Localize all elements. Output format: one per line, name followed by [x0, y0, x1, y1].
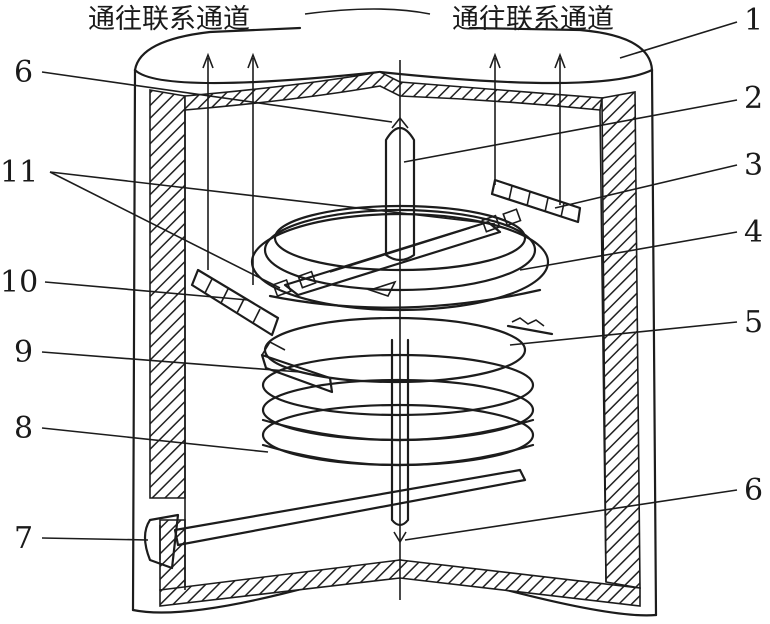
label-11: 11	[0, 155, 38, 190]
left-nozzle	[260, 340, 334, 394]
label-8: 8	[14, 411, 33, 446]
label-1: 1	[744, 3, 763, 38]
upflow-arrows	[202, 52, 566, 285]
bottom-left-fitting	[143, 513, 180, 570]
label-5: 5	[744, 305, 763, 340]
vessel-outer-wall	[131, 26, 658, 617]
leader-lines	[41, 21, 738, 541]
central-axis	[391, 60, 409, 600]
left-strip	[190, 268, 280, 337]
label-3: 3	[744, 148, 763, 183]
lower-coil	[261, 316, 535, 467]
label-4: 4	[744, 215, 763, 250]
label-9: 9	[14, 335, 33, 370]
ring-crossbars	[283, 220, 502, 297]
nozzle-group	[272, 208, 522, 298]
label-2: 2	[744, 81, 763, 116]
top-rim-mark	[304, 8, 431, 15]
upper-ring	[250, 204, 550, 312]
label-7: 7	[14, 521, 33, 556]
upper-pipe	[384, 126, 416, 262]
channel-label-left: 通往联系通道	[88, 4, 250, 35]
vessel-hatched-walls	[149, 71, 641, 607]
bottom-feed-pipe	[173, 468, 527, 547]
label-6-bottom: 6	[744, 473, 763, 508]
label-6-top: 6	[14, 55, 33, 90]
right-nozzle	[506, 317, 554, 336]
label-10: 10	[0, 265, 38, 300]
right-strip	[490, 178, 582, 224]
lower-central-pipe	[390, 338, 410, 527]
